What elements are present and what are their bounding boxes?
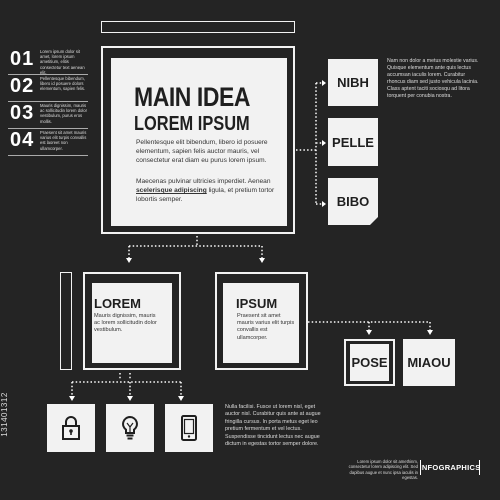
list-number: 03 (10, 102, 35, 124)
pose-label: POSE (351, 355, 388, 370)
tablet-box (165, 404, 213, 452)
pelle-box: PELLE (328, 118, 378, 166)
list-number: 01 (10, 48, 35, 70)
lorem-card-frame (83, 272, 181, 370)
footer-text: Lorem ipsum dolor sit amethinm, consecte… (348, 459, 418, 481)
main-idea-paragraph-1: Pellentesque elit bibendum, libero id po… (136, 139, 268, 165)
bibo-label: BIBO (336, 194, 370, 209)
list-number: 02 (10, 75, 35, 97)
footer-label-frame: INFOGRAPHICS (419, 460, 481, 475)
lightbulb-box (106, 404, 154, 452)
miaou-box: MIAOU (403, 339, 455, 386)
lorem-card-text: Mauris dignissim, mauris ac lorem sollic… (94, 313, 157, 334)
ipsum-card-text: Praesent sit amet mauris varius elit tur… (237, 313, 295, 341)
ipsum-card-panel (223, 283, 299, 363)
top-bar (101, 21, 295, 33)
lightbulb-icon (122, 415, 138, 440)
main-idea-subtitle: LOREM IPSUM (134, 113, 250, 135)
footer-label: INFOGRAPHICS (419, 463, 481, 472)
bottom-paragraph: Nulla facilisi. Fusce ut lorem nisl, ege… (225, 404, 321, 448)
list-number: 04 (10, 129, 35, 151)
nibh-label: NIBH (337, 75, 369, 90)
list-text: Mauris dignissim, mauris ac sollicitudin… (40, 103, 88, 124)
lorem-card-title: LOREM (94, 296, 141, 311)
left-vertical-bar (60, 272, 72, 370)
list-item: 03 Mauris dignissim, mauris ac sollicitu… (8, 102, 88, 129)
main-idea-frame (101, 46, 295, 234)
pose-inner: POSE (350, 344, 389, 381)
pose-box: POSE (344, 339, 395, 386)
nibh-box: NIBH (328, 59, 378, 106)
list-item: 02 Pellentesque bibendum, libero id posu… (8, 75, 88, 102)
lorem-card-panel (92, 283, 172, 363)
paragraph-2-start: Maecenas pulvinar ultricies imperdiet. A… (136, 178, 271, 185)
tablet-icon (181, 415, 197, 441)
main-idea-paragraph-2: Maecenas pulvinar ultricies imperdiet. A… (136, 177, 286, 205)
lock-box (47, 404, 95, 452)
bibo-box: BIBO (328, 178, 378, 225)
list-item: 01 Lorem ipsum dolor sit amet, lorem ips… (8, 48, 88, 75)
ipsum-card-title: IPSUM (236, 296, 278, 311)
ipsum-card-frame (215, 272, 308, 370)
main-idea-title: MAIN IDEA (134, 82, 251, 112)
list-text: Pellentesque bibendum, libero id posuere… (40, 76, 86, 92)
lock-icon (62, 416, 80, 440)
list-text: Praesent sit amet mauris varius elit tur… (40, 130, 87, 151)
right-description: Nam non dolor a metus molestie varius. Q… (387, 58, 479, 99)
list-text: Lorem ipsum dolor sit amet, lorem ipsum … (40, 49, 85, 75)
paragraph-2-link[interactable]: scelerisque adipiscing (136, 187, 207, 195)
main-idea-panel (111, 58, 287, 226)
list-item: 04 Praesent sit amet mauris varius elit … (8, 129, 88, 156)
paragraph-2-end: ligula, et pretium tortor lobortis sempe… (136, 187, 275, 204)
miaou-label: MIAOU (407, 355, 451, 370)
pelle-label: PELLE (332, 134, 374, 150)
